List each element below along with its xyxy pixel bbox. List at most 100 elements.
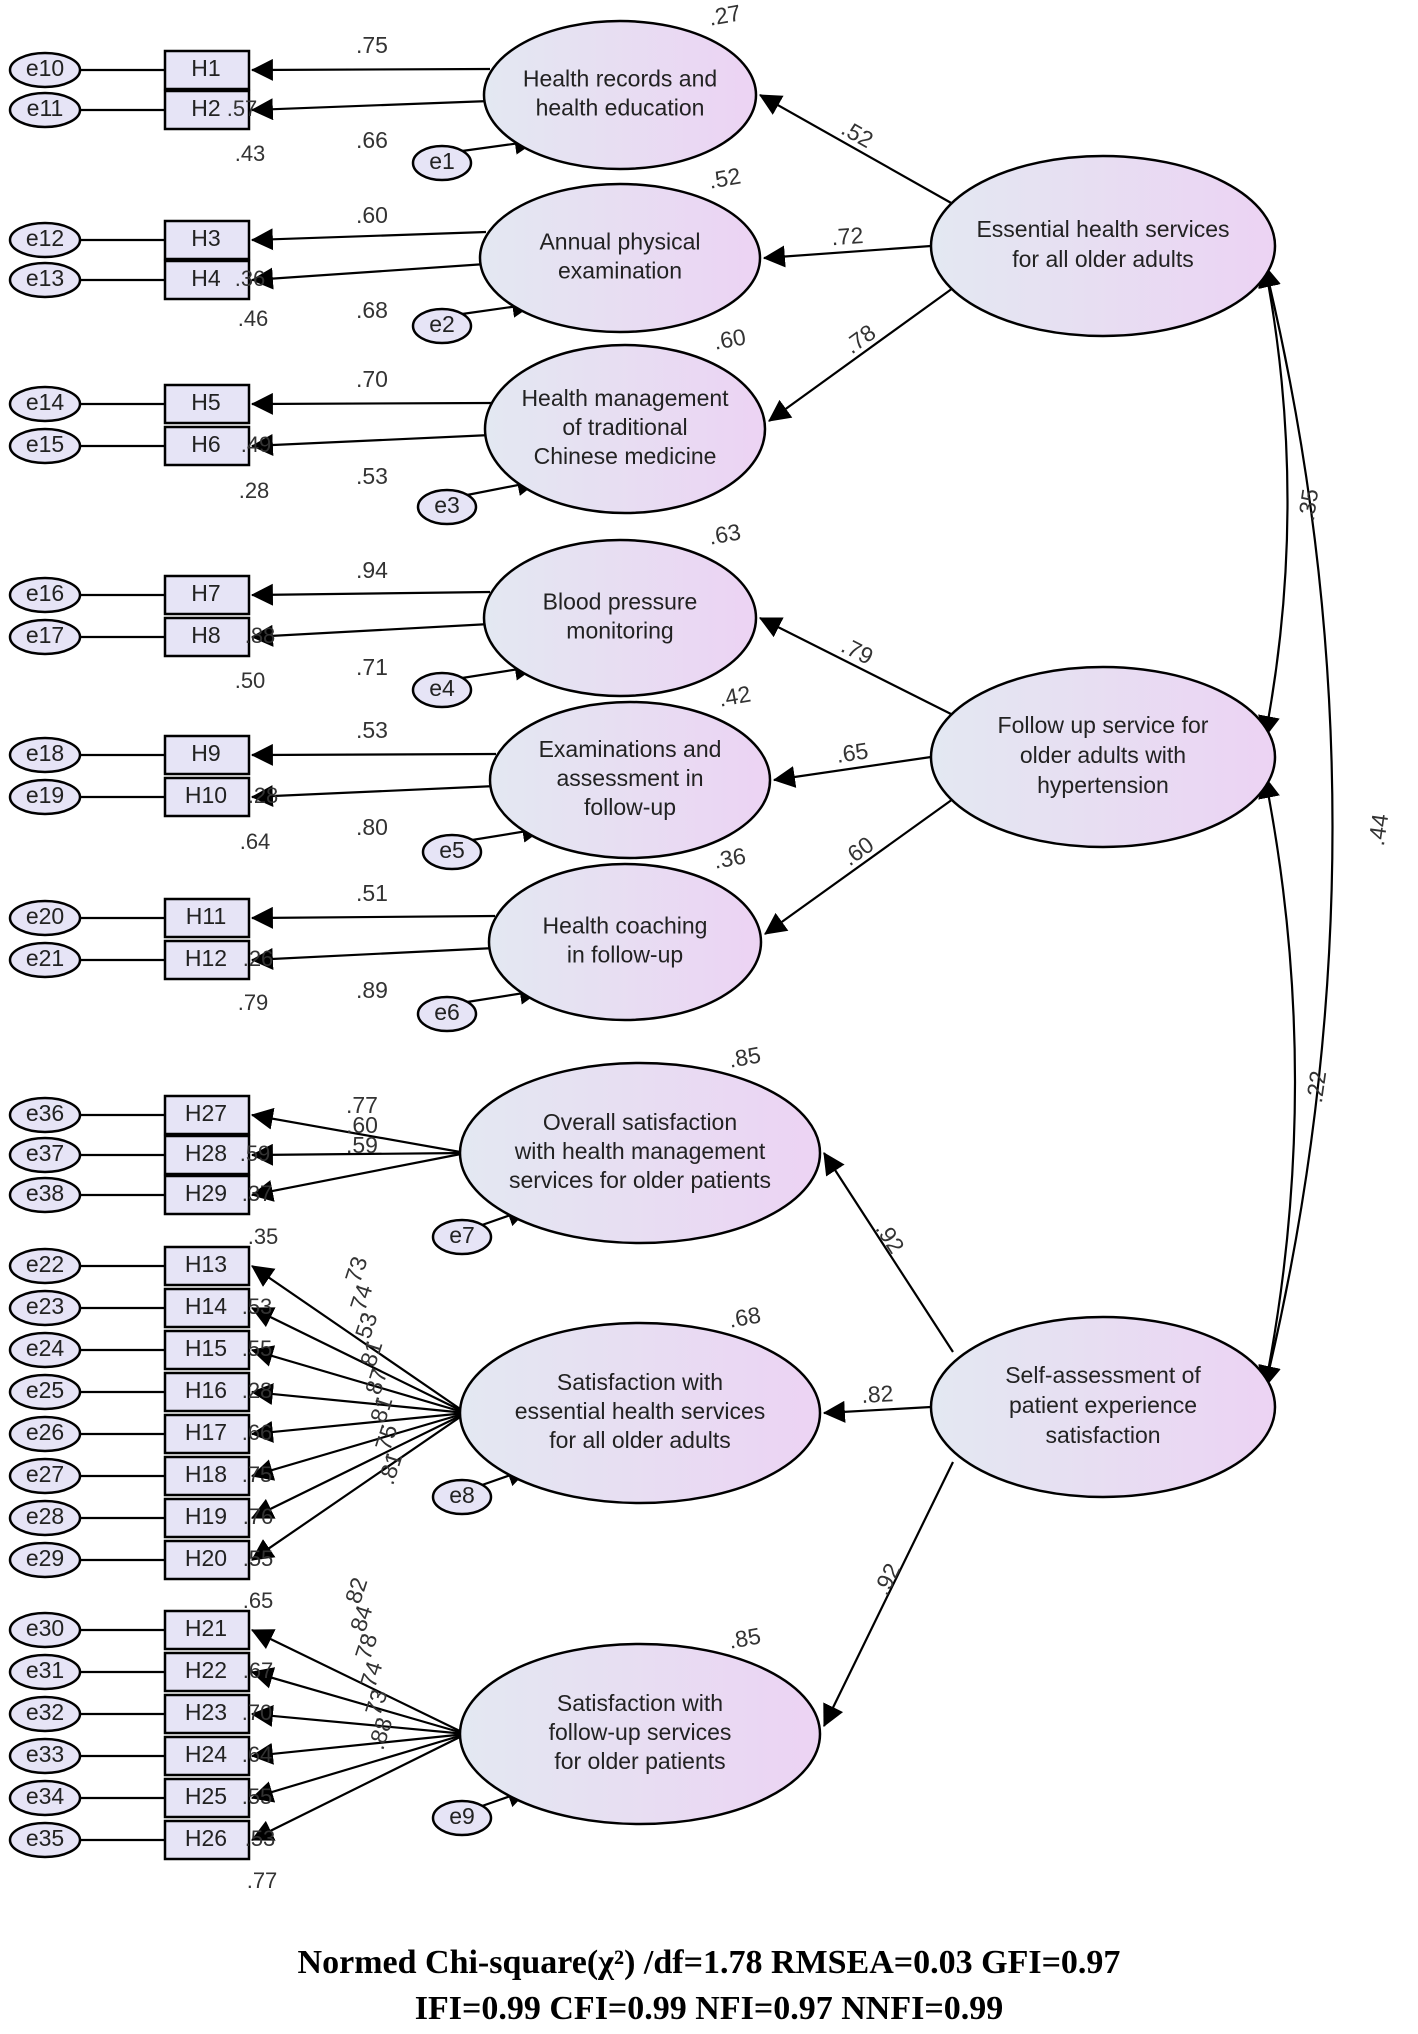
indicator-h4-box — [163, 259, 251, 301]
loading-h29-arrow — [250, 1151, 467, 1202]
loading-h28-label: .60 — [346, 1112, 378, 1138]
path-coefficient-4: .79 — [837, 632, 877, 670]
loading-h24-arrow — [250, 1732, 467, 1765]
loading-h15-arrow — [250, 1345, 467, 1415]
path-essential-health-services-for-all-older-adults-to-annual-physical-examination-arrow — [762, 244, 932, 268]
indicator-h10-box — [163, 776, 251, 818]
error-e13-label: e13 — [26, 265, 64, 291]
construct-health-coaching-in-follow-up-label-line-2: in follow-up — [567, 942, 683, 968]
indicator-h25-box — [163, 1777, 251, 1819]
error-e10-label: e10 — [26, 55, 64, 81]
error-e23-label: e23 — [26, 1293, 64, 1319]
indicator-overlay-number-27: .55 — [242, 1784, 273, 1809]
error-e31-label: e31 — [26, 1657, 64, 1683]
construct-annual-physical-examination-ellipse — [478, 182, 762, 334]
error-e5-node — [421, 833, 483, 871]
path-coefficient-6: .60 — [837, 831, 878, 871]
indicator-overlay-number-6: .28 — [239, 478, 270, 503]
error-e30-label: e30 — [26, 1615, 64, 1641]
error-e1-node — [411, 144, 473, 182]
construct-health-records-and-health-education-label-line-1: Health records and — [523, 66, 717, 92]
indicator-h2-label: H2 — [191, 95, 220, 121]
loading-h19-arrow — [251, 1412, 467, 1519]
error-e23-node — [8, 1289, 82, 1327]
indicator-overlay-number-10: .64 — [240, 829, 271, 854]
error-e18-label: e18 — [26, 740, 64, 766]
indicator-h16-label: H16 — [185, 1377, 227, 1403]
error-e21-node — [8, 941, 82, 979]
factor-follow-up-service-for-older-adults-with-hypertension-label-line-3: hypertension — [1037, 772, 1169, 798]
indicator-h8-label: H8 — [191, 622, 220, 648]
loading-h6-label: .53 — [356, 463, 388, 489]
indicator-overlay-number-23: .65 — [243, 1588, 274, 1613]
construct-overall-satisfaction-with-health-management-services-for-older-patients-label-line-1: Overall satisfaction — [543, 1109, 737, 1135]
indicator-overlay-number-25: .70 — [242, 1700, 273, 1725]
error-e36-node — [8, 1096, 82, 1134]
error-e34-node — [8, 1779, 82, 1817]
indicator-h25-label: H25 — [185, 1783, 227, 1809]
factor-follow-up-service-for-older-adults-with-hypertension-label-line-2: older adults with — [1020, 742, 1186, 768]
loading-h8-arrow — [250, 622, 491, 647]
indicator-overlay-number-26: .64 — [242, 1742, 273, 1767]
indicator-overlay-number-5: .49 — [241, 432, 272, 457]
error-e3-node — [416, 488, 478, 526]
indicator-h3-box — [163, 219, 251, 261]
construct-health-management-of-traditional-chinese-medicine-label-line-1: Health management — [521, 385, 729, 411]
loading-h23-arrow — [250, 1704, 467, 1736]
loading-h20-arrow — [251, 1412, 467, 1561]
error-e7-node — [431, 1218, 493, 1256]
error-e25-label: e25 — [26, 1377, 64, 1403]
indicator-h29-box — [163, 1174, 251, 1216]
indicator-overlay-number-28: .53 — [245, 1826, 276, 1851]
indicator-h23-box — [163, 1693, 251, 1735]
factor-essential-health-services-for-all-older-adults-ellipse — [929, 154, 1277, 338]
construct-overall-satisfaction-with-health-management-services-for-older-patients-ellipse — [458, 1061, 822, 1245]
loading-h25-arrow — [250, 1732, 467, 1803]
indicator-overlay-number-29: .77 — [247, 1868, 278, 1893]
loading-h9-arrow — [250, 743, 497, 766]
error-e19-label: e19 — [26, 782, 64, 808]
indicator-h9-label: H9 — [191, 740, 220, 766]
construct-blood-pressure-monitoring-label-line-2: monitoring — [566, 618, 673, 644]
indicator-h10-label: H10 — [185, 782, 227, 808]
path-coefficient-8: .82 — [861, 1380, 894, 1408]
construct-examinations-and-assessment-in-follow-up-ellipse — [488, 700, 772, 860]
construct-health-records-and-health-education-label-line-2: health education — [536, 95, 705, 121]
error-e15-label: e15 — [26, 431, 64, 457]
construct-health-coaching-in-follow-up-r2: .36 — [712, 843, 748, 874]
construct-health-records-and-health-education-r2: .27 — [707, 0, 743, 31]
loading-h7-arrow — [250, 583, 491, 606]
factor-self-assessment-of-patient-experience-satisfaction-label-line-2: patient experience — [1009, 1392, 1197, 1418]
construct-satisfaction-with-follow-up-services-for-older-patients-label-line-3: for older patients — [554, 1748, 725, 1774]
path-self-assessment-of-patient-experience-satisfaction-to-satisfaction-with-follow-up-services-for-older-patients-arrow — [823, 1461, 954, 1727]
construct-health-records-and-health-education-ellipse — [482, 19, 758, 171]
fit-indices-line-1: Normed Chi-square(χ²) /df=1.78 RMSEA=0.0… — [298, 1944, 1121, 1981]
factor-self-assessment-of-patient-experience-satisfaction-ellipse — [929, 1315, 1277, 1499]
indicator-h20-label: H20 — [185, 1545, 227, 1571]
loading-h10-arrow — [250, 784, 497, 808]
indicator-h7-label: H7 — [191, 580, 220, 606]
indicator-h29-label: H29 — [185, 1180, 227, 1206]
loading-h4-label: .68 — [356, 297, 388, 323]
construct-health-management-of-traditional-chinese-medicine-label-line-3: Chinese medicine — [534, 443, 717, 469]
indicator-h11-label: H11 — [186, 903, 227, 929]
loading-h6-arrow — [250, 433, 492, 457]
indicator-h26-label: H26 — [185, 1825, 227, 1851]
factor-follow-up-service-for-older-adults-with-hypertension-ellipse — [929, 665, 1277, 849]
indicator-h6-label: H6 — [191, 431, 220, 457]
indicator-h19-label: H19 — [185, 1503, 227, 1529]
path-self-assessment-of-patient-experience-satisfaction-to-overall-satisfaction-with-health-management-services-for-older-patients-arrow — [823, 1152, 954, 1353]
loading-h1-arrow — [250, 58, 491, 81]
loading-h27-arrow — [250, 1107, 467, 1155]
loading-h2-label: .66 — [356, 127, 388, 153]
error-e8-node — [431, 1478, 493, 1516]
error-e27-label: e27 — [26, 1461, 64, 1487]
error-e7-label: e7 — [449, 1222, 475, 1248]
path-coefficient-9: .92 — [868, 1559, 905, 1599]
indicator-h21-label: H21 — [185, 1615, 227, 1641]
indicator-h22-label: H22 — [185, 1657, 227, 1683]
indicator-h27-label: H27 — [185, 1100, 227, 1126]
correlation-3-arrow — [1258, 775, 1297, 1389]
indicator-h1-label: H1 — [191, 55, 220, 81]
